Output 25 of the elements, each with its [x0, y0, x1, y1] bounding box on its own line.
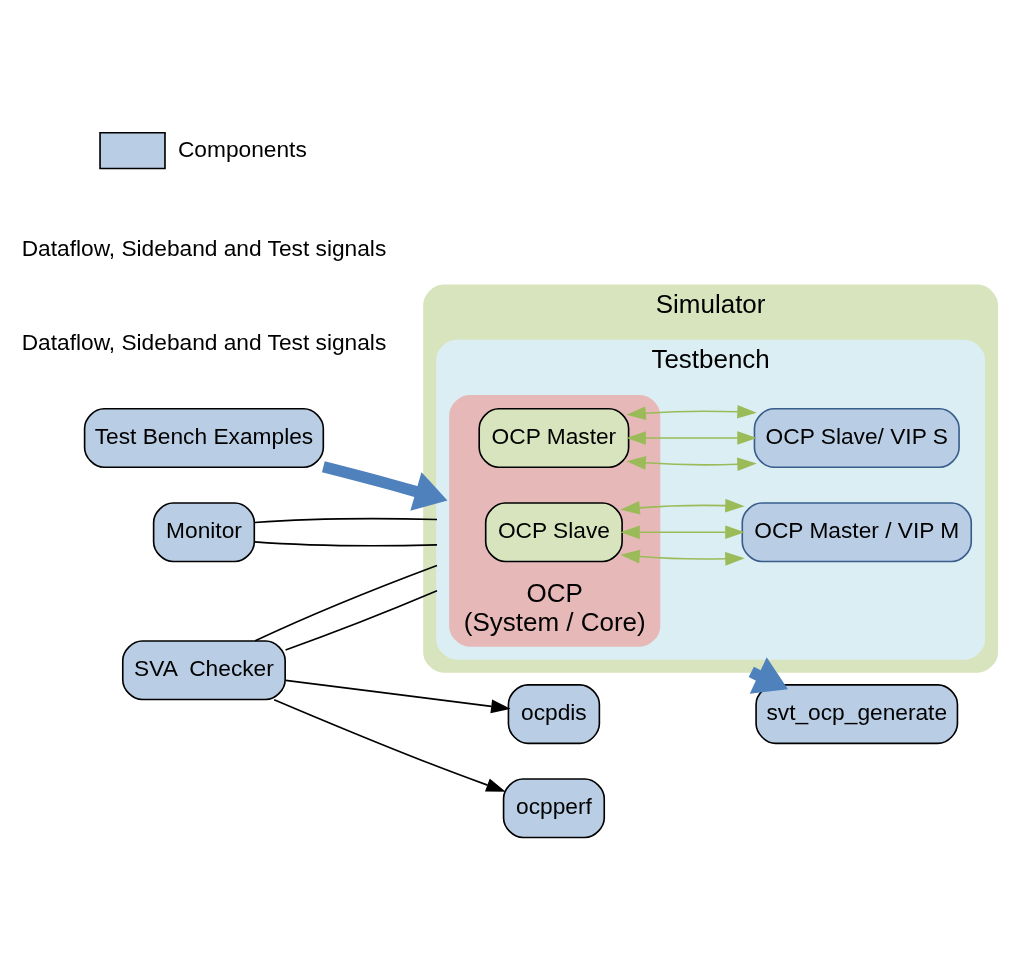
arrow — [284, 679, 511, 713]
arrow — [626, 404, 757, 420]
node-box: OCP Slave/ VIP S — [753, 407, 960, 468]
legend-label: Components — [177, 135, 307, 162]
label: Dataflow, Sideband and Test signals — [21, 328, 387, 355]
connector — [253, 540, 438, 546]
node-box: Test Bench Examples — [83, 407, 325, 468]
connector — [253, 517, 438, 523]
node-box: OCP Master / VIP M — [741, 501, 973, 562]
connector — [254, 564, 438, 642]
arrow — [273, 698, 506, 792]
arrow — [321, 460, 448, 511]
node-box: Monitor — [152, 501, 256, 562]
node-box: SVA Checker — [121, 639, 286, 700]
label: Dataflow, Sideband and Test signals — [21, 234, 387, 261]
node-box: ocpdis — [507, 683, 601, 744]
arrow — [626, 455, 757, 471]
node-box: OCP Slave — [484, 501, 623, 562]
arrow — [620, 549, 745, 566]
arrow — [620, 524, 745, 539]
arrow — [620, 498, 745, 515]
arrow — [626, 430, 757, 445]
node-box: OCP Master — [478, 407, 630, 468]
node-box: svt_ocp_generate — [755, 683, 959, 744]
node-box: ocpperf — [502, 777, 606, 838]
